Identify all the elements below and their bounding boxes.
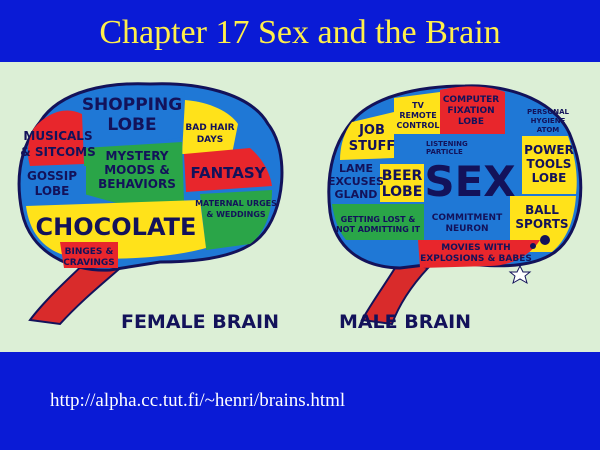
region-movies: [418, 240, 540, 268]
label-maternal-2: & WEDDINGS: [206, 210, 266, 219]
label-personal-1: PERSONAL: [527, 108, 570, 116]
label-commitment-1: COMMITMENT: [432, 213, 503, 223]
region-beer-lobe: [380, 164, 424, 202]
label-ball-2: SPORTS: [515, 217, 568, 231]
small-ball-icon: [530, 243, 536, 249]
label-ball-1: BALL: [525, 203, 559, 217]
region-commitment-neuron: [424, 204, 510, 240]
region-tv-remote: [394, 92, 440, 134]
label-binges-2: CRAVINGS: [63, 258, 115, 268]
label-listening-2: PARTICLE: [426, 148, 463, 156]
label-sex: SEX: [424, 157, 515, 206]
label-lost-2: NOT ADMITTING IT: [336, 225, 421, 234]
slide-title: Chapter 17 Sex and the Brain: [99, 14, 501, 51]
region-power-tools: [522, 136, 577, 194]
explosion-icon: [508, 264, 532, 285]
label-chocolate: CHOCOLATE: [36, 213, 197, 241]
label-lame-3: GLAND: [335, 188, 378, 201]
female-brain-stem: [28, 258, 120, 326]
label-musicals-2: & SITCOMS: [20, 145, 96, 159]
region-bad-hair-days: [182, 100, 238, 154]
label-mystery-3: BEHAVIORS: [98, 177, 176, 191]
label-commitment-2: NEURON: [445, 224, 488, 234]
label-computer-3: LOBE: [458, 117, 484, 127]
label-personal-2: HYGIENE: [531, 117, 566, 125]
label-beer-1: BEER: [382, 168, 423, 184]
region-computer-fixation: [440, 86, 505, 134]
label-bad-hair-1: BAD HAIR: [185, 123, 234, 133]
region-musicals-sitcoms: [27, 110, 85, 166]
region-fantasy: [184, 148, 272, 192]
label-shopping-2: LOBE: [107, 115, 156, 135]
label-lost-1: GETTING LOST &: [341, 215, 416, 224]
female-brain-caption: FEMALE BRAIN: [121, 311, 279, 333]
region-maternal-urges: [200, 190, 272, 250]
female-brain: SHOPPING LOBE MUSICALS & SITCOMS BAD HAI…: [17, 82, 284, 333]
male-brain-caption: MALE BRAIN: [339, 311, 471, 333]
label-movies-2: EXPLOSIONS & BABES: [420, 254, 532, 264]
label-listening-1: LISTENING: [426, 140, 468, 148]
label-tv-1: TV: [412, 101, 424, 110]
label-power-2: TOOLS: [527, 157, 572, 171]
region-getting-lost: [332, 204, 424, 240]
region-lame-excuses: [332, 160, 380, 204]
male-brain-stem: [360, 258, 430, 326]
label-beer-2: LOBE: [382, 184, 423, 200]
label-bad-hair-2: DAYS: [197, 135, 224, 145]
brain-illustration-panel: SHOPPING LOBE MUSICALS & SITCOMS BAD HAI…: [0, 62, 600, 352]
label-job-2: STUFF: [349, 139, 396, 154]
label-lame-1: LAME: [339, 162, 373, 175]
label-maternal-1: MATERNAL URGES: [195, 199, 277, 208]
label-personal-3: ATOM: [537, 126, 560, 134]
region-shopping-lobe: [80, 86, 185, 144]
source-url-link[interactable]: http://alpha.cc.tut.fi/~henri/brains.htm…: [50, 390, 346, 411]
label-lame-2: EXCUSES: [328, 175, 384, 188]
region-job-stuff: [340, 112, 394, 160]
region-sex: [424, 138, 520, 202]
region-binges-cravings: [60, 242, 118, 268]
label-computer-2: FIXATION: [447, 106, 494, 116]
label-tv-3: CONTROL: [397, 121, 440, 130]
label-mystery-1: MYSTERY: [106, 149, 169, 163]
label-musicals-1: MUSICALS: [23, 129, 92, 143]
label-power-3: LOBE: [532, 171, 567, 185]
label-binges-1: BINGES &: [65, 247, 114, 257]
label-fantasy: FANTASY: [190, 164, 266, 182]
label-gossip-2: LOBE: [35, 184, 70, 198]
label-job-1: JOB: [358, 123, 385, 138]
region-ball-sports: [510, 196, 576, 252]
label-gossip-1: GOSSIP: [27, 169, 77, 183]
brains-illustration: SHOPPING LOBE MUSICALS & SITCOMS BAD HAI…: [17, 82, 583, 333]
label-mystery-2: MOODS &: [104, 163, 170, 177]
label-shopping-1: SHOPPING: [82, 95, 182, 115]
label-power-1: POWER: [524, 143, 574, 157]
region-gossip-lobe: [22, 166, 86, 204]
ball-icon: [540, 235, 550, 245]
label-tv-2: REMOTE: [399, 111, 436, 120]
label-computer-1: COMPUTER: [443, 95, 499, 105]
male-brain: COMPUTER FIXATION LOBE TV REMOTE CONTROL…: [327, 84, 583, 333]
region-mystery-moods: [84, 142, 184, 204]
label-movies-1: MOVIES WITH: [441, 243, 510, 253]
